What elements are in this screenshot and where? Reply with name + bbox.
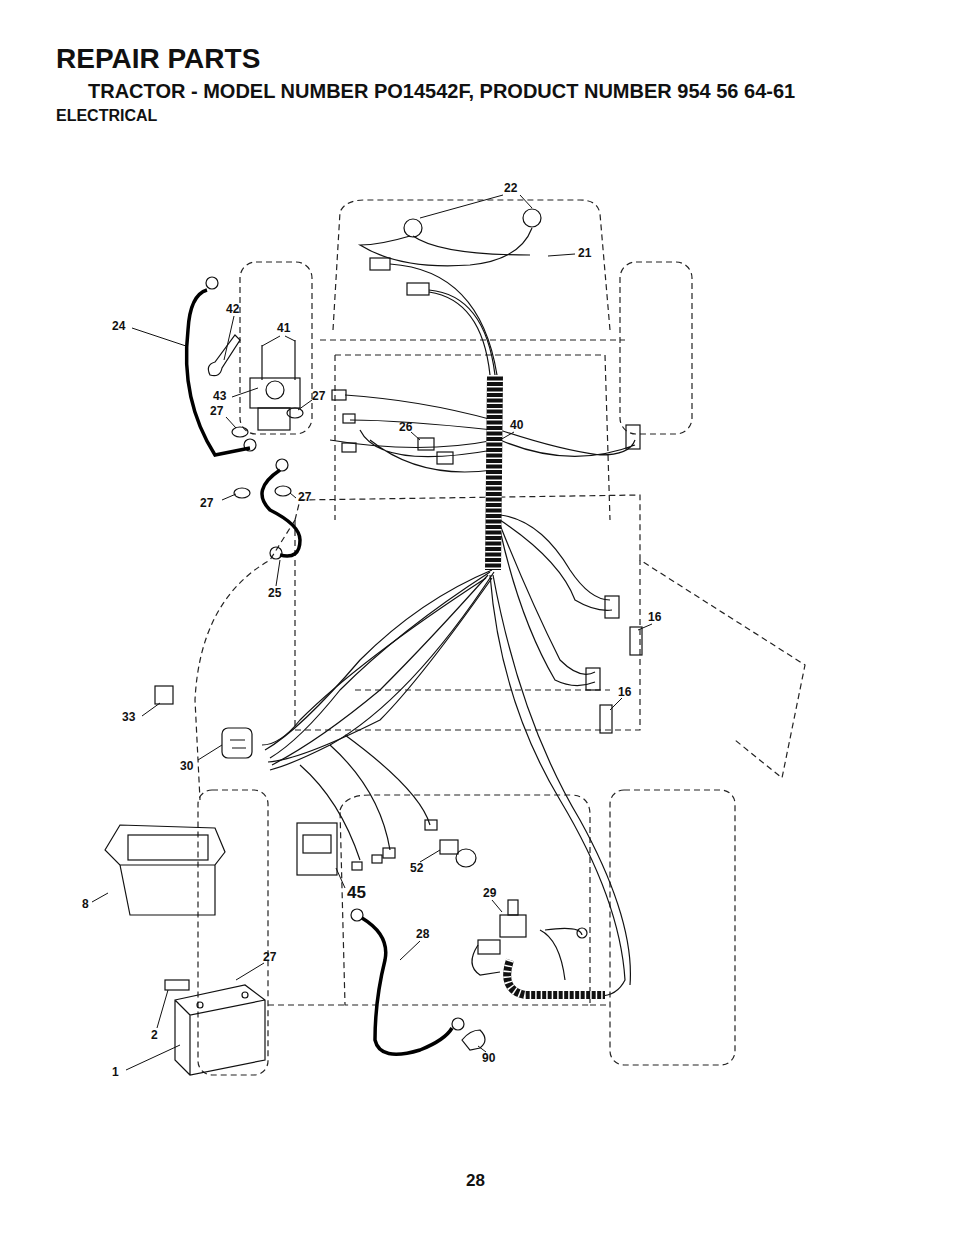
callout-number: 8 [82, 898, 89, 911]
page-number: 28 [466, 1172, 485, 1191]
page-title: REPAIR PARTS [56, 44, 260, 75]
callout-number: 90 [482, 1052, 495, 1065]
callout-number: 27 [210, 405, 223, 418]
callout-number: 41 [277, 322, 290, 335]
callout-number: 30 [180, 760, 193, 773]
callout-number: 45 [347, 884, 366, 903]
callout-number: 21 [578, 247, 591, 260]
callout-number: 27 [263, 951, 276, 964]
callout-number: 16 [618, 686, 631, 699]
section-heading: ELECTRICAL [56, 107, 157, 125]
callout-number: 16 [648, 611, 661, 624]
callout-number: 27 [298, 491, 311, 504]
callout-number: 29 [483, 887, 496, 900]
callout-number: 33 [122, 711, 135, 724]
callout-number: 1 [112, 1066, 119, 1079]
subtitle: TRACTOR - MODEL NUMBER PO14542F, PRODUCT… [88, 80, 795, 102]
callout-number: 27 [312, 390, 325, 403]
callout-number: 27 [200, 497, 213, 510]
callout-number: 43 [213, 390, 226, 403]
callout-number: 26 [399, 421, 412, 434]
callout-number: 2 [151, 1029, 158, 1042]
callout-number: 25 [268, 587, 281, 600]
callout-number: 42 [226, 303, 239, 316]
callout-number: 28 [416, 928, 429, 941]
callout-number: 24 [112, 320, 125, 333]
callout-number: 52 [410, 862, 423, 875]
callout-number: 40 [510, 419, 523, 432]
callout-number: 22 [504, 182, 517, 195]
